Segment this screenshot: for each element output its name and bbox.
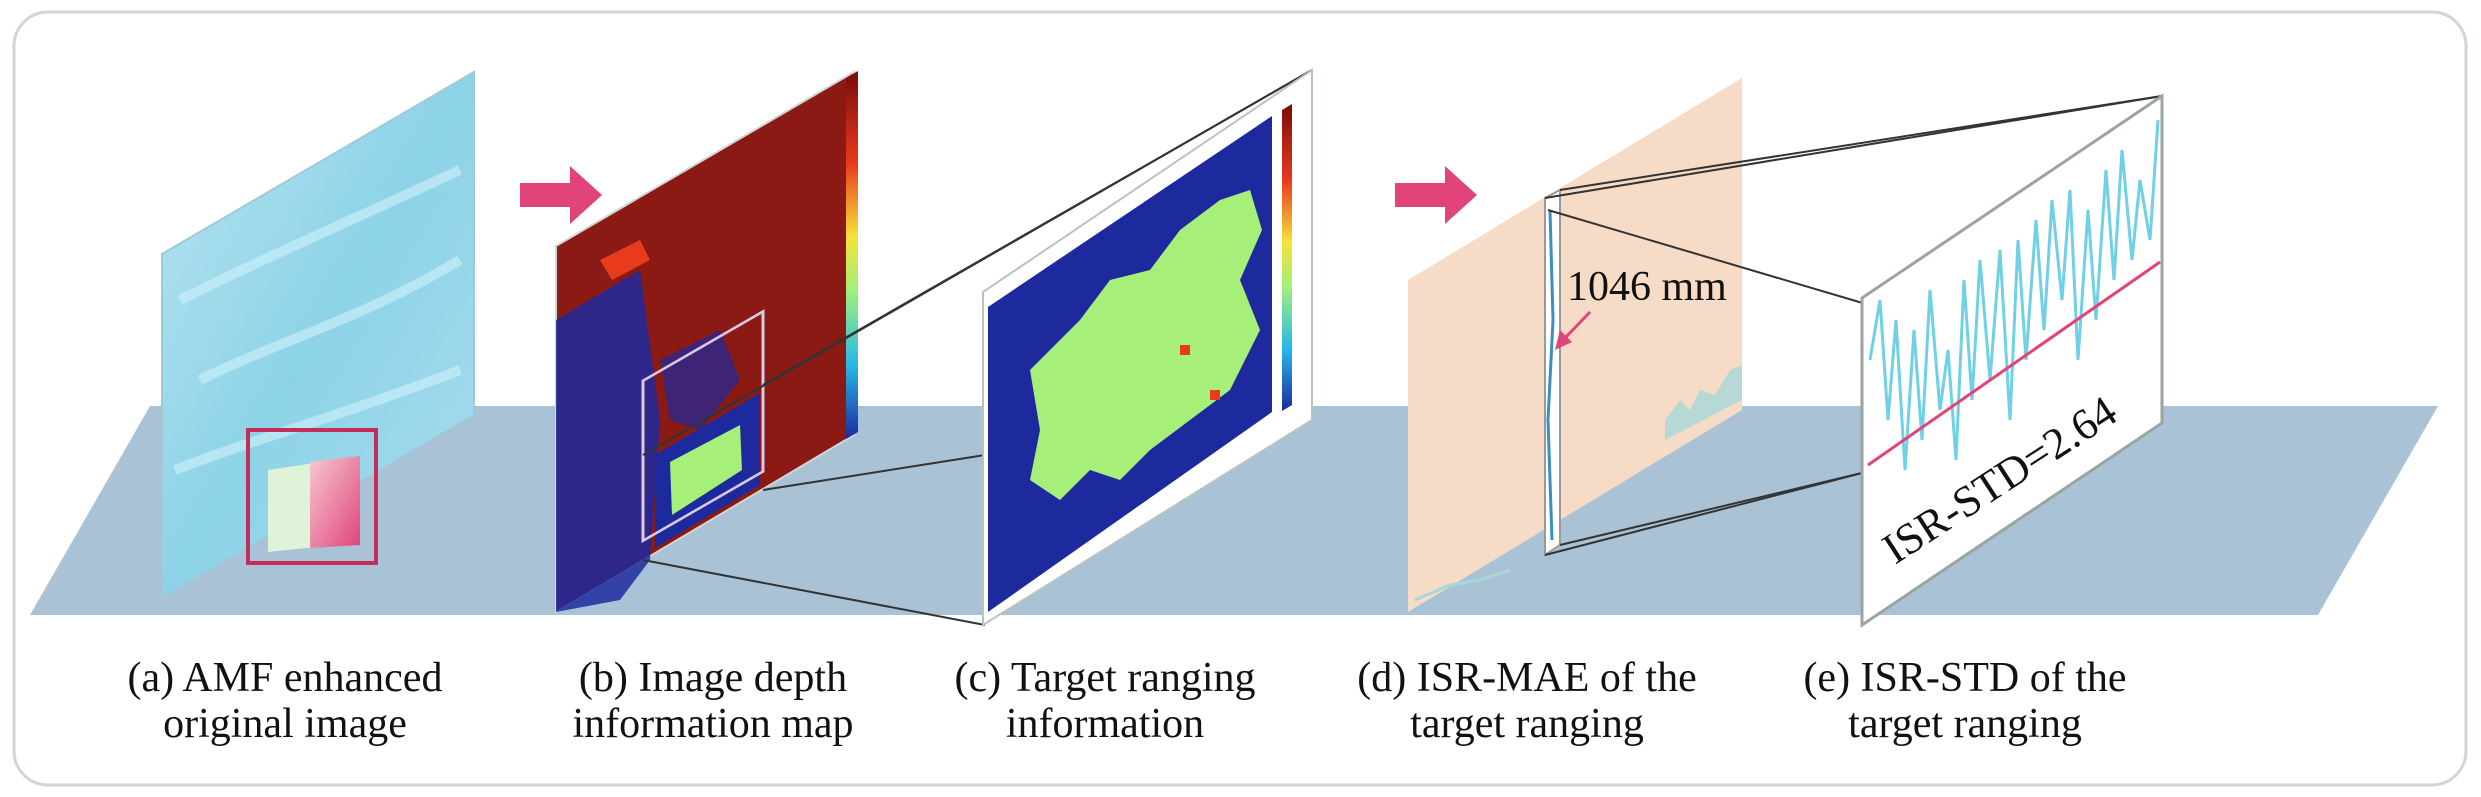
- caption-d: (d) ISR-MAE of the target ranging: [1357, 655, 1697, 748]
- zoom-lines-d-to-e: [1544, 95, 2163, 556]
- std-curve: [1868, 119, 2160, 471]
- mae-pointer-arrow-icon: [1555, 310, 1592, 350]
- caption-a: (a) AMF enhanced original image: [127, 655, 443, 748]
- arrow-c-to-d-icon: [1395, 166, 1477, 224]
- arrow-a-to-b-icon: [520, 166, 602, 224]
- panel-a-highlight-box: [246, 428, 378, 565]
- caption-b: (b) Image depth information map: [572, 655, 854, 748]
- std-mean-line: [1867, 260, 2161, 467]
- panel-d-isr-mae: 1046 mm: [1408, 78, 1742, 612]
- panel-b-target-region: [641, 309, 765, 548]
- mae-value-label: 1046 mm: [1567, 264, 1727, 310]
- panel-c-target-ranging: [982, 68, 1313, 627]
- zoom-lines-b-to-c: [642, 69, 1313, 626]
- panel-a-image: [161, 70, 475, 600]
- caption-c: (c) Target ranging information: [954, 655, 1256, 748]
- caption-e: (e) ISR-STD of the target ranging: [1803, 655, 2127, 748]
- panel-b-depth-map: [555, 70, 858, 614]
